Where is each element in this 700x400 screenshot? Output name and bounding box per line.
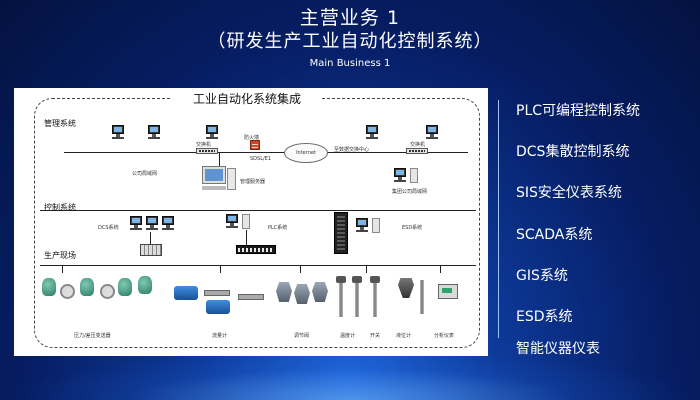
control-valve-icon [276, 282, 292, 302]
thermometer-rod-icon [355, 283, 359, 317]
management-bus-line [64, 152, 468, 153]
esd-server-tower-icon [372, 218, 380, 233]
field-drop-line [300, 265, 301, 273]
menu-item-sis[interactable]: SIS安全仪表系统 [516, 185, 622, 201]
flow-meter-icon [206, 300, 230, 314]
level-meter-label: 液位计 [396, 333, 412, 339]
level-probe-icon [420, 280, 424, 314]
field-bus-line [40, 265, 476, 266]
pressure-transmitter-icon [118, 278, 132, 296]
pressure-transmitter-icon [42, 278, 56, 296]
thermometer-head-icon [352, 276, 362, 283]
analyzer-icon [438, 284, 458, 299]
workstation-icon [110, 125, 126, 140]
dcs-workstation-icon [144, 216, 160, 231]
server-link-line [219, 152, 220, 166]
switch-device-label: 开关 [370, 333, 381, 339]
analyzer-label: 分析仪表 [434, 333, 455, 339]
menu-item-smart-instruments[interactable]: 智能仪器仪表 [516, 341, 600, 357]
menu-item-gis[interactable]: GIS系统 [516, 268, 568, 284]
control-valve-icon [294, 284, 310, 304]
group-server-tower-icon [410, 168, 418, 183]
field-drop-line [220, 265, 221, 273]
dcs-link-line [150, 232, 151, 244]
system-integration-diagram: 工业自动化系统集成 管理系统 控制系统 生产现场 交换机 防火墙 SDSL/E1… [14, 88, 488, 356]
plc-link-line [246, 230, 247, 245]
esd-cabinet-icon [334, 212, 348, 254]
gateway-label: SDSL/E1 [250, 156, 272, 162]
switch-right-label: 交换机 [410, 142, 426, 148]
internet-cloud-icon: Internet [284, 143, 328, 163]
dcs-controller-rack-icon [140, 244, 162, 256]
business-menu: PLC可编程控制系统 DCS集散控制系统 SIS安全仪表系统 SCADA系统 G… [498, 100, 686, 360]
level-meter-icon [398, 278, 414, 298]
pressure-transmitter-icon [138, 276, 152, 294]
cloud-center-label: 至数据交换中心 [334, 147, 370, 153]
field-drop-line [62, 265, 63, 273]
flow-pipe-icon [238, 294, 264, 300]
plc-rack-icon [236, 245, 276, 254]
dcs-system-label: DCS系统 [98, 225, 119, 231]
flow-meter-icon [174, 286, 198, 300]
dcs-workstation-icon [160, 216, 176, 231]
field-drop-line [366, 265, 367, 273]
pressure-transmitter-icon [80, 278, 94, 296]
switch-device-rod-icon [373, 283, 377, 317]
thermometer-rod-icon [339, 283, 343, 317]
company-lan-label: 公司局域网 [132, 171, 158, 177]
menu-divider [498, 100, 499, 338]
zone-field-label: 生产现场 [44, 251, 76, 260]
workstation-icon [364, 125, 380, 140]
pressure-gauge-icon [100, 284, 115, 299]
page-subtitle: （研发生产工业自动化控制系统） [207, 31, 493, 52]
plc-server-tower-icon [242, 214, 250, 229]
flow-pipe-icon [204, 290, 230, 296]
control-valve-label: 调节阀 [294, 333, 310, 339]
network-switch-icon [406, 148, 428, 154]
page-title: 主营业务 1 [299, 7, 401, 29]
workstation-icon [204, 125, 220, 140]
thermometer-label: 温度计 [340, 333, 356, 339]
group-lan-label: 集团公司局域网 [392, 189, 428, 195]
field-drop-line [440, 265, 441, 273]
group-workstation-icon [392, 168, 408, 183]
zone-control-label: 控制系统 [44, 203, 76, 212]
management-server-icon [202, 166, 236, 192]
workstation-icon [146, 125, 162, 140]
control-bus-line [40, 210, 476, 211]
switch-left-label: 交换机 [196, 142, 212, 148]
menu-item-scada[interactable]: SCADA系统 [516, 227, 593, 243]
page-subtitle-en: Main Business 1 [309, 58, 391, 69]
menu-item-esd[interactable]: ESD系统 [516, 309, 573, 325]
esd-workstation-icon [354, 218, 370, 233]
dcs-workstation-icon [128, 216, 144, 231]
switch-device-head-icon [370, 276, 380, 283]
pressure-transmitter-label: 压力/差压变送器 [74, 333, 111, 339]
firewall-label: 防火墙 [244, 135, 260, 141]
flow-meter-label: 流量计 [212, 333, 228, 339]
firewall-icon [250, 140, 260, 150]
plc-system-label: PLC系统 [268, 225, 288, 231]
network-switch-icon [196, 148, 218, 154]
thermometer-head-icon [336, 276, 346, 283]
zone-management-label: 管理系统 [44, 119, 76, 128]
workstation-icon [424, 125, 440, 140]
menu-item-dcs[interactable]: DCS集散控制系统 [516, 144, 630, 160]
mgmt-server-label: 管理服务器 [240, 179, 266, 185]
plc-workstation-icon [224, 214, 240, 229]
esd-system-label: ESD系统 [402, 225, 423, 231]
pressure-gauge-icon [60, 284, 75, 299]
control-valve-icon [312, 282, 328, 302]
diagram-title: 工业自动化系统集成 [172, 91, 322, 107]
page-header: 主营业务 1 （研发生产工业自动化控制系统） Main Business 1 [0, 6, 700, 72]
menu-item-plc[interactable]: PLC可编程控制系统 [516, 103, 641, 119]
